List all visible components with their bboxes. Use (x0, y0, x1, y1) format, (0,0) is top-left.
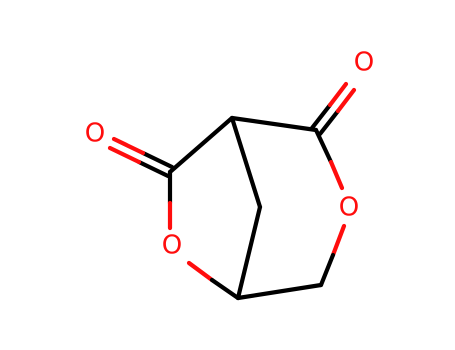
bond-double-left-a-black (140, 150, 175, 170)
atom-label-ketone-o-right: O (354, 48, 374, 78)
bond-double-left-b-red (107, 145, 142, 165)
bond-carbonyl-right-to-ring-o-right-red (328, 159, 345, 191)
bond-double-left-a-red (111, 136, 146, 156)
atom-label-ketone-o-left: O (85, 119, 105, 149)
bond-bridgehead-top-to-carbonyl-right (229, 115, 319, 133)
bond-double-right-b-red (335, 87, 357, 114)
bond-ring-o-right-to-ch2-ring-black (318, 252, 336, 288)
bonds-group (107, 81, 357, 301)
bond-bridgehead-top-to-carbonyl-left (167, 115, 235, 175)
bond-bridgehead-top-to-ch2-bridge (229, 115, 263, 210)
bond-ring-o-left-to-bridgehead-bottom-black (209, 277, 241, 301)
bond-ch2-bridge-to-bridgehead-bottom (235, 204, 263, 301)
bond-double-left-b-black (136, 159, 171, 179)
bond-double-right-a-black (309, 102, 333, 131)
bond-double-right-b-black (317, 108, 341, 137)
atom-label-ring-o-left: O (162, 231, 182, 261)
bond-ring-o-right-to-ch2-ring-red (330, 223, 347, 258)
bond-double-right-a-red (327, 81, 349, 108)
bond-ring-o-left-to-bridgehead-bottom-red (186, 260, 215, 283)
atom-labels-group: O O O O (85, 48, 374, 261)
atom-label-ring-o-right: O (339, 193, 359, 223)
bond-bridgehead-bottom-to-ch2-ring (235, 282, 324, 301)
